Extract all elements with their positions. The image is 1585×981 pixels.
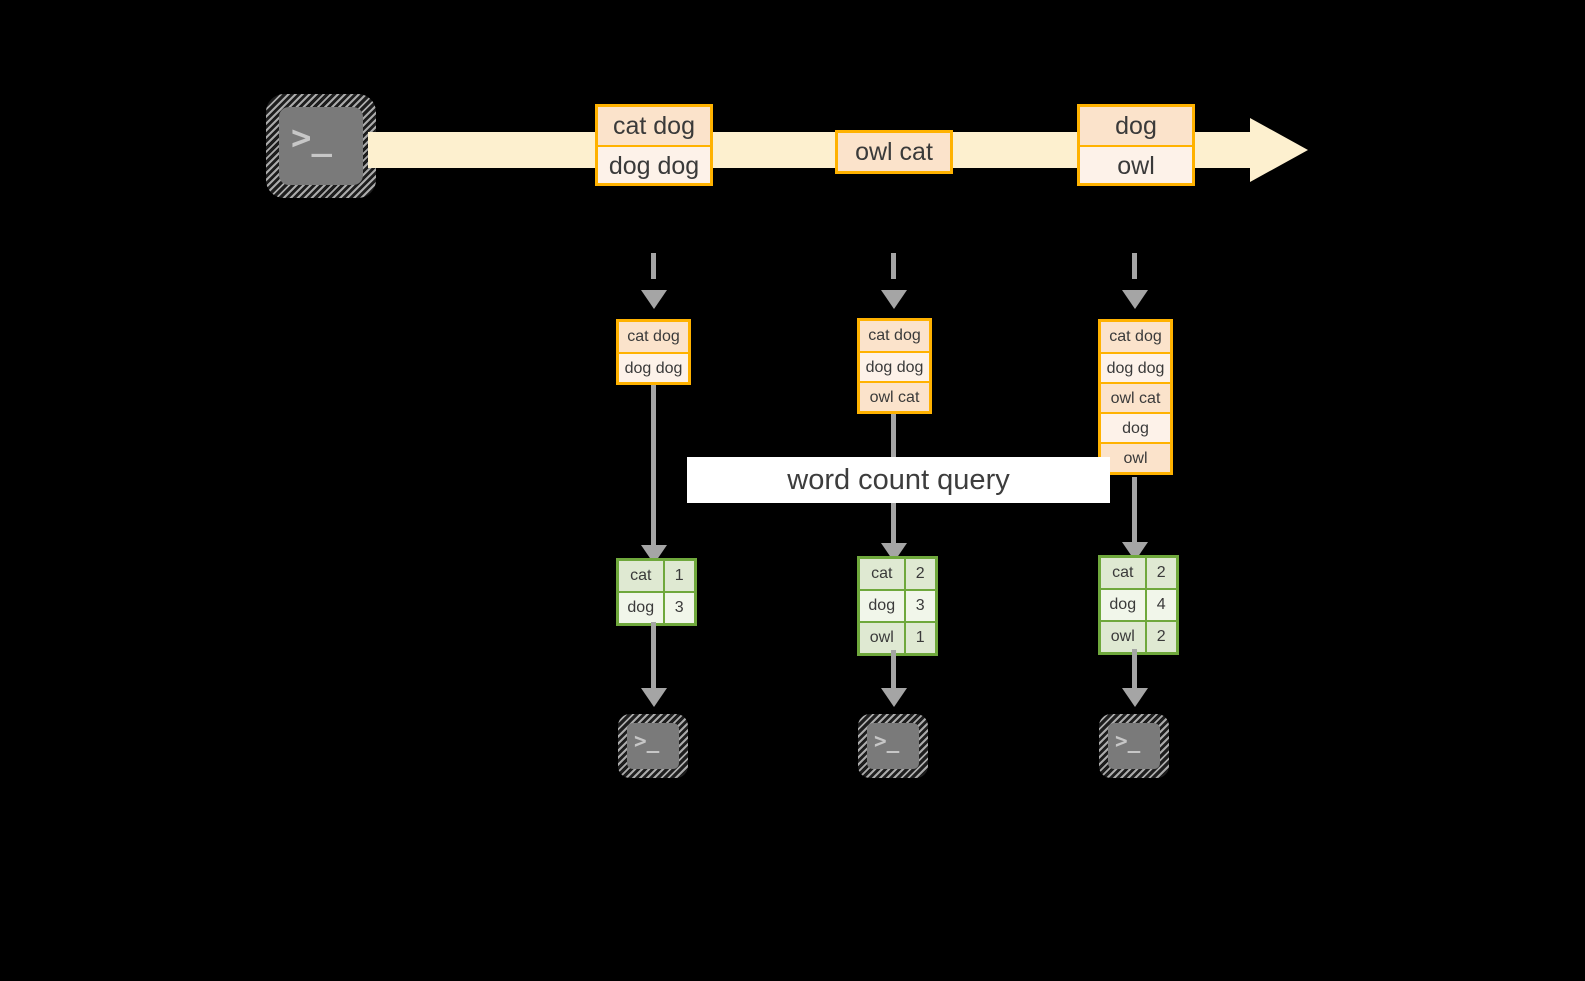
result-count: 3 [903,589,938,623]
source-terminal-icon: >_ [266,94,376,198]
result-word: cat [616,558,665,593]
sink-terminal-icon-1: >_ [618,714,688,778]
input-to-result-connector-1 [651,385,656,553]
result-word: dog [1098,588,1147,622]
stream-event-row: dog [1080,107,1192,145]
stream-to-input-arrowhead-icon-1 [641,290,667,309]
result-to-sink-arrowhead-icon-3 [1122,688,1148,707]
result-count: 1 [903,621,938,656]
result-table-3: cat 2 dog 4 owl 2 [1098,555,1179,655]
result-count: 2 [1144,555,1179,590]
stream-event-row: owl [1080,145,1192,183]
table-row: cat 2 [857,556,938,591]
terminal-screen [279,107,363,185]
input-table-2: cat dog dog dog owl cat [857,318,932,414]
input-row: cat dog [860,321,929,351]
terminal-screen [867,723,919,769]
result-count: 4 [1144,588,1179,622]
terminal-screen [1108,723,1160,769]
input-row: cat dog [619,322,688,352]
stream-to-input-connector-2 [891,253,896,295]
query-label-banner: word count query [687,457,1110,503]
input-to-result-connector-3 [1132,477,1137,552]
result-count: 2 [1144,620,1179,655]
result-to-sink-connector-3 [1132,649,1137,696]
table-row: dog 3 [616,591,697,626]
result-to-sink-arrowhead-icon-1 [641,688,667,707]
table-row: owl 2 [1098,620,1179,655]
stream-to-input-connector-3 [1132,253,1137,295]
result-count: 1 [662,558,697,593]
input-row: dog [1101,412,1170,442]
stream-event-row: owl cat [838,133,950,171]
table-row: dog 4 [1098,588,1179,622]
stream-event-row: cat dog [598,107,710,145]
stream-event-group-1: cat dog dog dog [595,104,713,186]
input-table-1: cat dog dog dog [616,319,691,385]
result-to-sink-connector-1 [651,622,656,696]
input-row: owl cat [1101,382,1170,412]
table-row: dog 3 [857,589,938,623]
input-row: owl [1101,442,1170,472]
stream-arrowhead-icon [1250,118,1308,182]
result-count: 3 [662,591,697,626]
result-word: owl [1098,620,1147,655]
stream-event-group-2: owl cat [835,130,953,174]
table-row: cat 1 [616,558,697,593]
result-count: 2 [903,556,938,591]
input-table-3: cat dog dog dog owl cat dog owl [1098,319,1173,475]
result-to-sink-arrowhead-icon-2 [881,688,907,707]
result-table-1: cat 1 dog 3 [616,558,697,626]
stream-to-input-arrowhead-icon-3 [1122,290,1148,309]
result-word: cat [857,556,906,591]
terminal-screen [627,723,679,769]
terminal-prompt-glyph: >_ [1115,729,1141,753]
stream-to-input-connector-1 [651,253,656,295]
stream-event-group-3: dog owl [1077,104,1195,186]
input-row: dog dog [860,351,929,381]
terminal-prompt-glyph: >_ [634,729,660,753]
result-word: owl [857,621,906,656]
input-row: dog dog [619,352,688,382]
result-table-2: cat 2 dog 3 owl 1 [857,556,938,656]
result-word: dog [857,589,906,623]
stream-to-input-arrowhead-icon-2 [881,290,907,309]
input-row: cat dog [1101,322,1170,352]
input-row: dog dog [1101,352,1170,382]
sink-terminal-icon-3: >_ [1099,714,1169,778]
input-row: owl cat [860,381,929,411]
terminal-prompt-glyph: >_ [874,729,900,753]
terminal-prompt-glyph: >_ [291,118,332,158]
sink-terminal-icon-2: >_ [858,714,928,778]
table-row: cat 2 [1098,555,1179,590]
result-word: dog [616,591,665,626]
table-row: owl 1 [857,621,938,656]
stream-event-row: dog dog [598,145,710,183]
result-word: cat [1098,555,1147,590]
result-to-sink-connector-2 [891,650,896,696]
